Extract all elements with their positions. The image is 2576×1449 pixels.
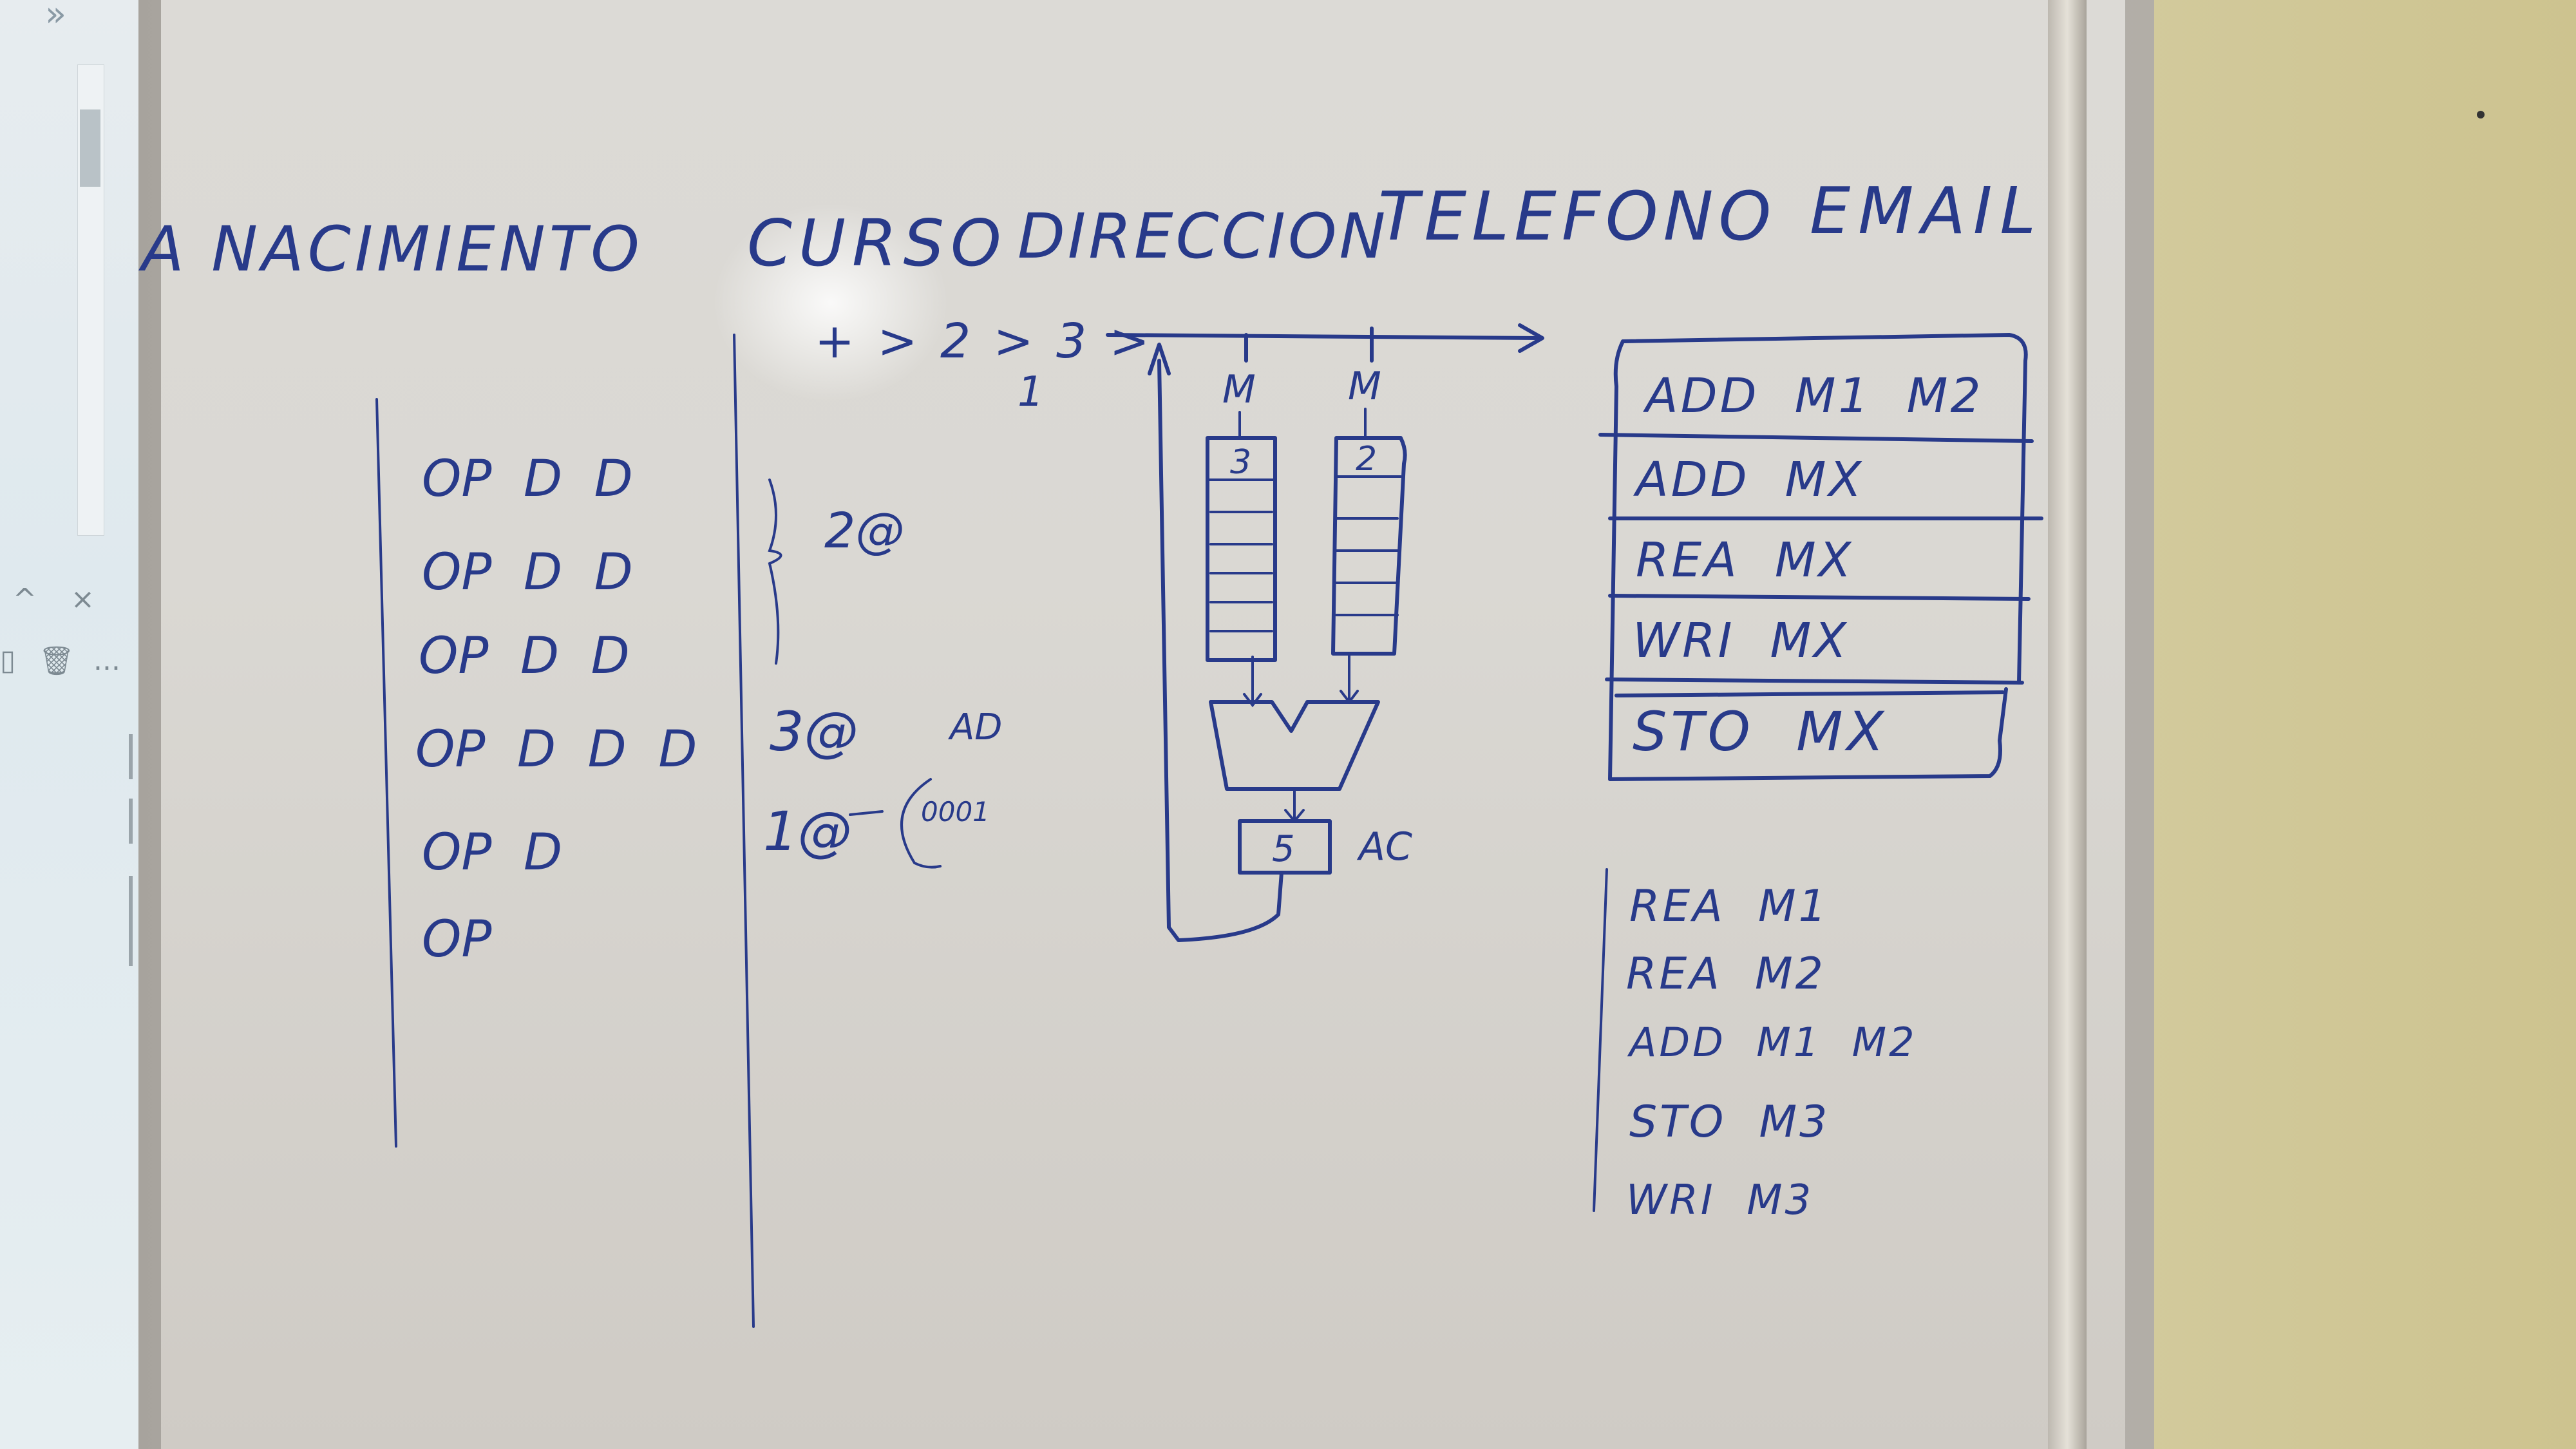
table-border [1621,333,2028,685]
alu-output [1284,788,1305,824]
stack-left [1206,436,1277,662]
note-bits: 0001 [921,796,990,828]
panel-icon[interactable]: ▯ [0,644,16,677]
left-list-row: OP D D [422,450,633,508]
left-list-row: OP [422,911,491,969]
divider [129,876,133,921]
sequence-text: + > 2 > 3 > [815,314,1153,369]
accumulator-box [1238,819,1332,875]
note-parenthesis [900,778,942,869]
more-icon[interactable]: ... [93,644,120,677]
table-row: ADD MX [1633,452,1864,507]
divider [129,799,133,844]
feedback-loop [1148,343,1283,942]
table-row-lines [1615,690,2005,697]
sequence-tick: 1 [1018,368,1044,416]
accumulator-value: 5 [1272,828,1295,870]
stack-right-top: 2 [1356,440,1377,478]
middle-divider-line [733,334,755,1328]
table-row: WRI MX [1633,613,1849,668]
note-ad: AD [948,706,1002,748]
program-line: ADD M1 M2 [1627,1019,1917,1066]
header-col-direccion: DIRECCION [1018,200,1388,272]
note-1: 1@ [763,800,851,863]
divider [129,921,133,966]
program-line: WRI M3 [1626,1177,1814,1224]
table-border [1608,339,2008,781]
left-list-row: OP D [422,824,562,882]
header-col-curso: CURSO [747,205,1008,281]
alu [1209,700,1380,791]
stack-left-top: 3 [1230,443,1251,482]
brace-label: 2@ [824,502,904,559]
bus-label-right: M [1348,364,1381,409]
bus-label-left: M [1222,367,1256,412]
left-list-row: OP D D D [415,721,697,779]
stack-left-slots [1206,478,1276,632]
whiteboard [161,0,2125,1449]
accumulator-label: AC [1356,824,1412,869]
trash-icon[interactable]: 🗑 [39,645,75,677]
stack-right-slots [1335,475,1402,616]
program-divider-line [1593,868,1608,1212]
note-3: 3@ [770,700,858,763]
note-dash [849,810,884,816]
header-col-telefono: TELEFONO [1378,177,1776,256]
program-line: REA M1 [1629,881,1829,932]
table-row: REA MX [1636,533,1853,588]
left-divider-line [375,398,397,1148]
table-row: ADD M1 M2 [1643,368,1984,424]
stack-right [1331,436,1407,656]
close-icon[interactable]: × [71,583,95,616]
program-line: REA M2 [1626,949,1826,999]
brace [768,478,782,665]
divider [129,734,133,779]
table-row: STO MX [1633,700,1888,763]
header-col-nacimiento: A NACIMIENTO [138,213,643,285]
program-line: STO M3 [1629,1097,1830,1148]
scrollbar-thumb[interactable] [80,109,100,187]
stack-links [1238,408,1367,439]
bus-arrow [1106,323,1544,353]
left-list-row: OP D D [422,544,633,601]
table-row-lines [1598,433,2043,685]
left-list-row: OP D D [419,627,630,685]
chevron-right-icon[interactable]: » [45,0,67,34]
chevron-up-icon[interactable]: ^ [13,583,37,616]
whiteboard-rail [2048,0,2087,1449]
bus-taps [1244,327,1374,363]
header-col-email: EMAIL [1810,173,2043,249]
wall-mark [2477,111,2485,118]
alu-inputs [1243,652,1359,708]
